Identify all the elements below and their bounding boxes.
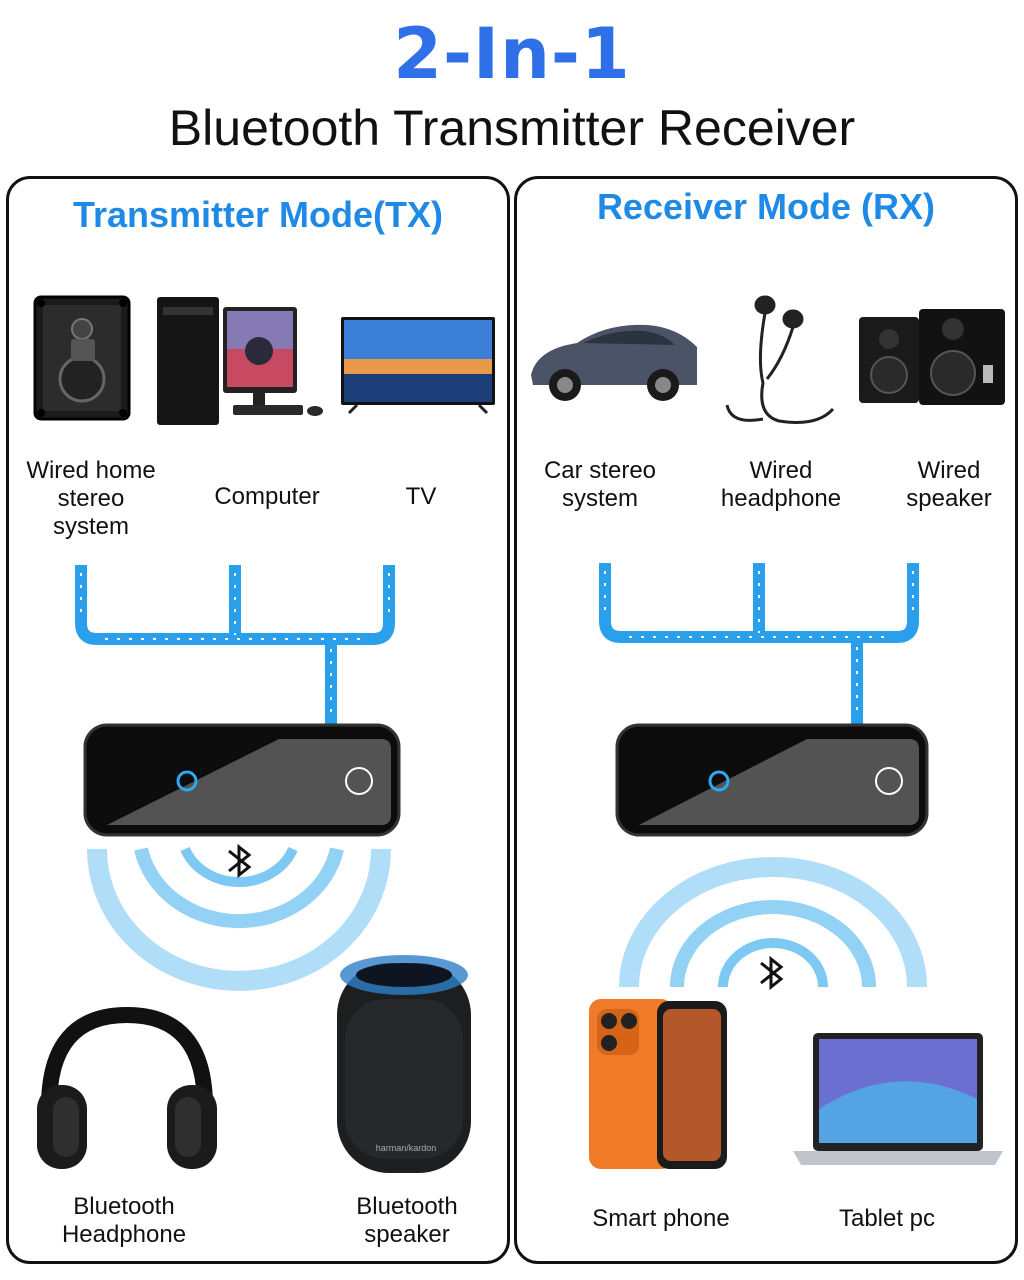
- signal-flow-lines: [75, 565, 395, 727]
- bluetooth-adapter-device: [83, 723, 401, 837]
- laptop-icon: [793, 1033, 1003, 1165]
- bluetooth-wave-icon: [619, 857, 927, 988]
- source-label-smartphone: Smart phone: [592, 1205, 730, 1232]
- bookshelf-speakers-icon: [859, 309, 1005, 405]
- transmitter-mode-title: Transmitter Mode(TX): [72, 194, 444, 235]
- receiver-panel: Receiver Mode (RX): [514, 176, 1018, 1264]
- page-title: 2-In-1: [393, 13, 631, 95]
- bluetooth-icon: [228, 843, 252, 879]
- earphones-icon: [725, 295, 835, 424]
- headphone-icon: [37, 1006, 217, 1169]
- smartphone-icon: [589, 999, 727, 1169]
- car-icon: [531, 324, 697, 401]
- receiver-mode-title: Receiver Mode (RX): [596, 186, 936, 227]
- source-label-computer: Computer: [214, 483, 320, 510]
- bluetooth-wave-icon: [87, 846, 391, 991]
- source-label-tv: TV: [405, 483, 437, 510]
- smart-speaker-icon: [337, 955, 471, 1173]
- page-subtitle: Bluetooth Transmitter Receiver: [168, 100, 856, 156]
- desktop-computer-icon: [157, 297, 323, 425]
- speaker-brand-label: harman/kardon: [375, 1143, 437, 1153]
- signal-flow-lines: [599, 563, 919, 727]
- stereo-speaker-icon: [33, 295, 131, 421]
- source-label-laptop: Tablet pc: [838, 1205, 936, 1232]
- bluetooth-adapter-device: [615, 723, 929, 837]
- bluetooth-icon: [760, 955, 784, 991]
- transmitter-panel: Transmitter Mode(TX): [6, 176, 510, 1264]
- tv-icon: [341, 317, 495, 415]
